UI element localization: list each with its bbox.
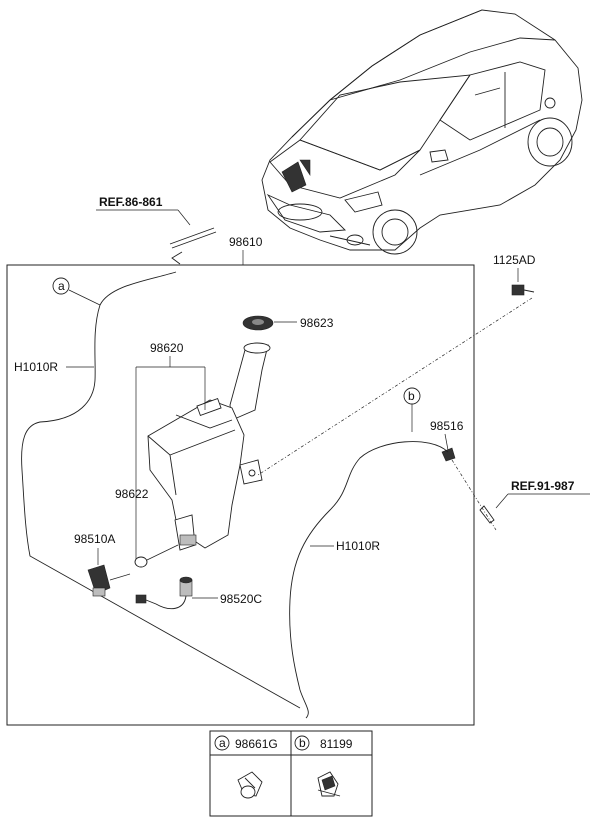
ref-label-right: REF.91-987 <box>511 479 575 493</box>
grommet <box>134 556 148 568</box>
mounting-bolt <box>511 284 535 296</box>
label-assembly: 98610 <box>229 235 263 249</box>
clip-a-icon <box>237 771 263 799</box>
callout-a <box>52 277 70 295</box>
clip-b-icon <box>317 771 341 797</box>
svg-text:b: b <box>408 389 415 403</box>
label-grommet: 98622 <box>115 487 149 501</box>
ref-label-upper: REF.86-861 <box>99 195 163 209</box>
label-hose-lower: H1010R <box>336 539 380 553</box>
assembly-frame <box>6 264 475 726</box>
label-reservoir: 98620 <box>150 341 184 355</box>
label-cap: 98623 <box>300 316 334 330</box>
parts-legend: a 98661G b 81199 <box>209 730 373 817</box>
car-illustration <box>261 9 583 255</box>
svg-text:a: a <box>219 736 226 750</box>
legend-callout-a <box>214 735 230 751</box>
label-nozzle: 98516 <box>430 419 464 433</box>
svg-text:b: b <box>299 736 306 750</box>
svg-text:a: a <box>58 279 65 293</box>
label-bolt: 1125AD <box>493 253 536 267</box>
washer-nozzle <box>441 447 456 462</box>
lower-hose <box>289 441 449 719</box>
label-motor: 98520C <box>220 592 262 606</box>
legend-part-b: 81199 <box>320 737 353 751</box>
reservoir-cap <box>242 315 274 331</box>
label-pump: 98510A <box>74 532 115 546</box>
washer-motor <box>135 576 193 610</box>
legend-part-a: 98661G <box>235 737 278 751</box>
label-hose-upper: H1010R <box>14 360 58 374</box>
upper-hose <box>21 271 301 709</box>
legend-callout-b <box>294 735 310 751</box>
washer-reservoir <box>147 342 271 551</box>
washer-pump <box>87 564 111 597</box>
